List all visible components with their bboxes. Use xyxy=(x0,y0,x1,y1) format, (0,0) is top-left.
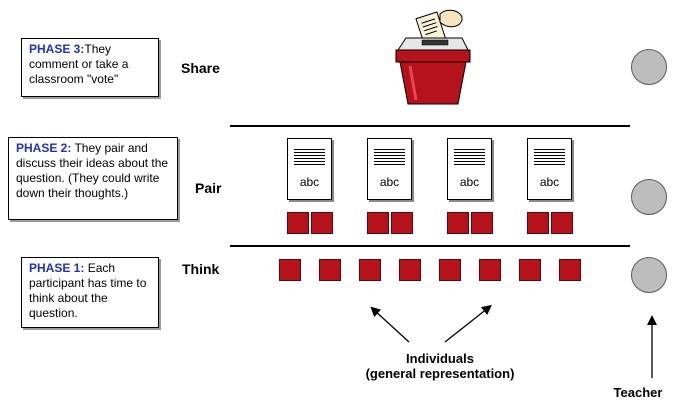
card-text-lines xyxy=(294,149,325,167)
phase-2-title: PHASE 2: xyxy=(16,141,72,155)
individuals-label: Individuals (general representation) xyxy=(350,351,530,381)
think-square xyxy=(319,259,341,281)
think-label: Think xyxy=(182,261,220,277)
arrow-left-icon xyxy=(370,306,410,343)
teacher-circle-think xyxy=(631,257,667,293)
pair-square xyxy=(551,212,573,234)
individuals-label-line2: (general representation) xyxy=(365,366,515,381)
phase-1-box: PHASE 1: Each participant has time to th… xyxy=(21,257,159,328)
phase-3-title: PHASE 3: xyxy=(29,42,85,56)
card-text-lines xyxy=(454,149,485,167)
phase-3-text: They comment or take a classroom "vote" xyxy=(29,42,129,86)
think-square xyxy=(559,259,581,281)
card-label: abc xyxy=(299,175,320,189)
teacher-circle-share xyxy=(631,49,667,85)
phase-2-text: They pair and discuss their ideas about … xyxy=(16,141,169,200)
pair-square xyxy=(471,212,493,234)
think-square xyxy=(279,259,301,281)
teacher-label: Teacher xyxy=(613,385,663,400)
pair-square xyxy=(527,212,549,234)
card-label: abc xyxy=(459,175,480,189)
think-square xyxy=(399,259,421,281)
arrow-right-icon xyxy=(444,304,492,343)
phase-3-box: PHASE 3:They comment or take a classroom… xyxy=(21,38,159,97)
think-square xyxy=(439,259,461,281)
card-1: abc xyxy=(287,138,332,200)
think-square xyxy=(359,259,381,281)
card-text-lines xyxy=(374,149,405,167)
pair-square xyxy=(447,212,469,234)
phase-2-box: PHASE 2: They pair and discuss their ide… xyxy=(8,137,178,220)
phase-1-text: Each participant has time to think about… xyxy=(29,261,147,320)
phase-1-title: PHASE 1: xyxy=(29,261,85,275)
card-label: abc xyxy=(539,175,560,189)
divider-share-pair xyxy=(230,125,630,127)
pair-label: Pair xyxy=(195,180,222,196)
pair-square xyxy=(311,212,333,234)
think-square xyxy=(479,259,501,281)
teacher-circle-pair xyxy=(631,179,667,215)
pair-square xyxy=(391,212,413,234)
pair-square xyxy=(287,212,309,234)
ballot-box-icon xyxy=(395,9,471,105)
individuals-label-line1: Individuals xyxy=(406,351,474,366)
think-square xyxy=(519,259,541,281)
card-3: abc xyxy=(447,138,492,200)
card-2: abc xyxy=(367,138,412,200)
pair-square xyxy=(367,212,389,234)
card-label: abc xyxy=(379,175,400,189)
card-4: abc xyxy=(527,138,572,200)
card-text-lines xyxy=(534,149,565,167)
divider-pair-think xyxy=(230,245,630,247)
share-label: Share xyxy=(181,60,220,76)
